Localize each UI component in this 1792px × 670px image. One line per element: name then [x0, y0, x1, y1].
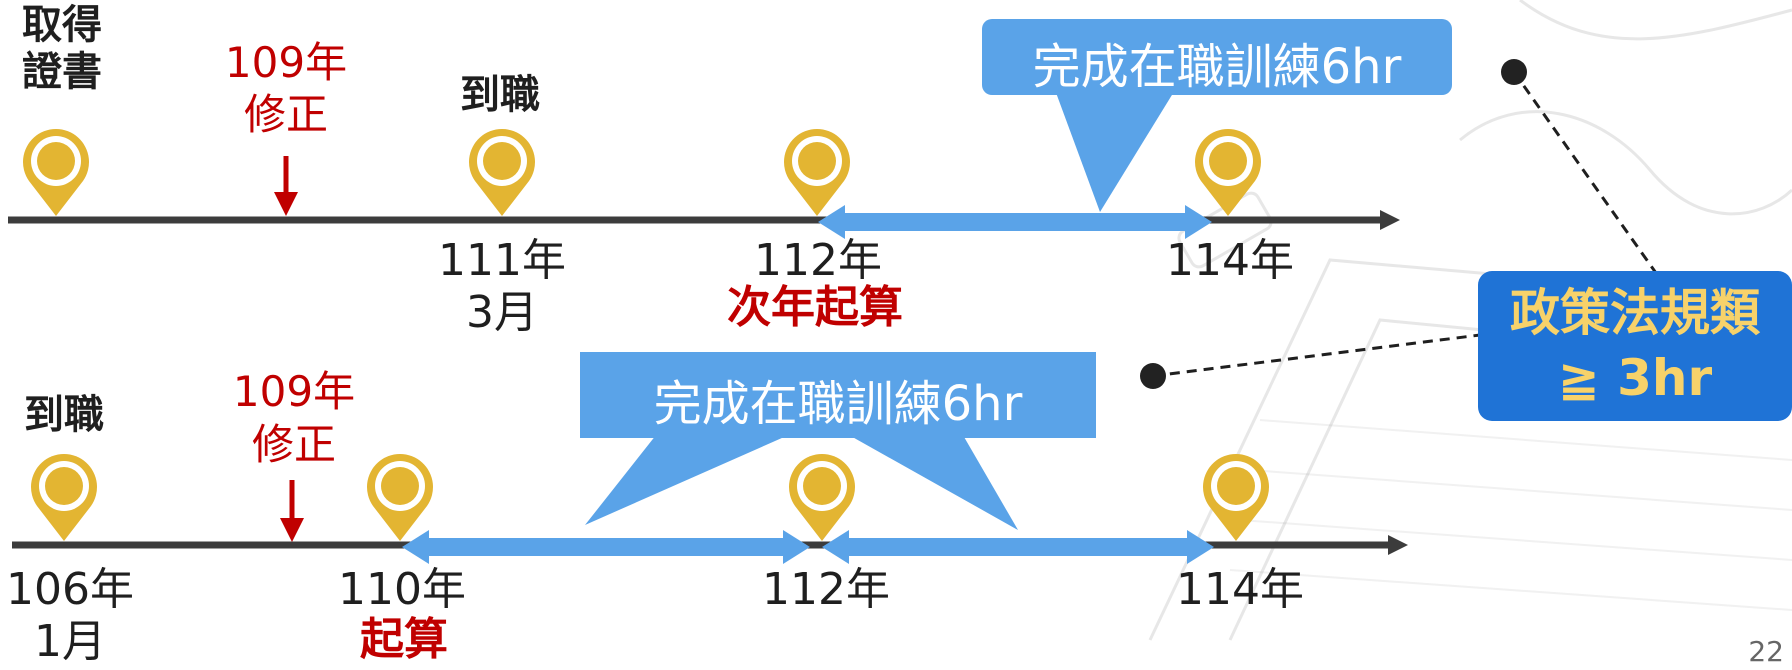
pin-110-icon — [367, 454, 433, 541]
label-start-next-year: 次年起算 — [727, 282, 903, 333]
label-start: 起算 — [360, 614, 448, 665]
pin-112-bottom-icon — [789, 454, 855, 541]
label-amend-word-2: 修正 — [251, 420, 337, 469]
label-year-114-top: 114年 — [1166, 235, 1294, 286]
callout-bottom-shape — [580, 352, 1096, 530]
range-arrow-112-114-top — [818, 205, 1212, 239]
label-year-110: 110年 — [338, 564, 466, 615]
callout-bottom-text: 完成在職訓練6hr — [653, 376, 1023, 432]
label-year-112-bottom: 112年 — [762, 564, 890, 615]
label-month-3: 3月 — [466, 287, 538, 338]
dashed-connector-bottom — [1152, 333, 1481, 378]
dashed-connector-top — [1512, 71, 1670, 291]
pin-111-icon — [469, 129, 535, 216]
label-year-114-bottom: 114年 — [1176, 564, 1304, 615]
connector-dot-top — [1501, 59, 1527, 85]
label-amend-year-2: 109年 — [232, 367, 356, 416]
label-amend-word-1: 修正 — [243, 90, 329, 139]
pin-114-bottom-icon — [1202, 454, 1269, 541]
callout-top-text: 完成在職訓練6hr — [1032, 39, 1402, 95]
label-year-112-top: 112年 — [754, 235, 882, 286]
pin-obtain-cert-icon — [23, 129, 90, 216]
amend-arrow-2 — [280, 480, 304, 542]
range-arrow-110-112-bottom — [402, 530, 810, 564]
label-onboard-1: 到職 — [460, 72, 540, 118]
label-onboard-2: 到職 — [24, 392, 104, 438]
page-number: 22 — [1748, 635, 1784, 668]
range-arrow-112-114-bottom — [822, 530, 1214, 564]
pin-112-top-icon — [783, 129, 850, 216]
policy-title: 政策法規類 — [1510, 284, 1760, 342]
label-month-1: 1月 — [34, 616, 106, 667]
callout-top-shape — [982, 19, 1452, 212]
policy-hours: ≧ 3hr — [1557, 349, 1713, 407]
pin-106-icon — [31, 454, 98, 541]
pin-114-top-icon — [1195, 129, 1261, 216]
label-amend-year-1: 109年 — [224, 38, 348, 87]
label-obtain-certificate: 取得 證書 — [22, 2, 102, 96]
amend-arrow-1 — [274, 156, 298, 216]
label-year-111: 111年 — [438, 235, 566, 286]
label-year-106: 106年 — [6, 564, 134, 615]
timeline-1-axis-arrowhead — [1380, 210, 1400, 230]
policy-regulation-box: 政策法規類 ≧ 3hr — [1478, 271, 1792, 421]
timeline-2-axis-arrowhead — [1388, 535, 1408, 555]
connector-dot-bottom — [1140, 363, 1166, 389]
